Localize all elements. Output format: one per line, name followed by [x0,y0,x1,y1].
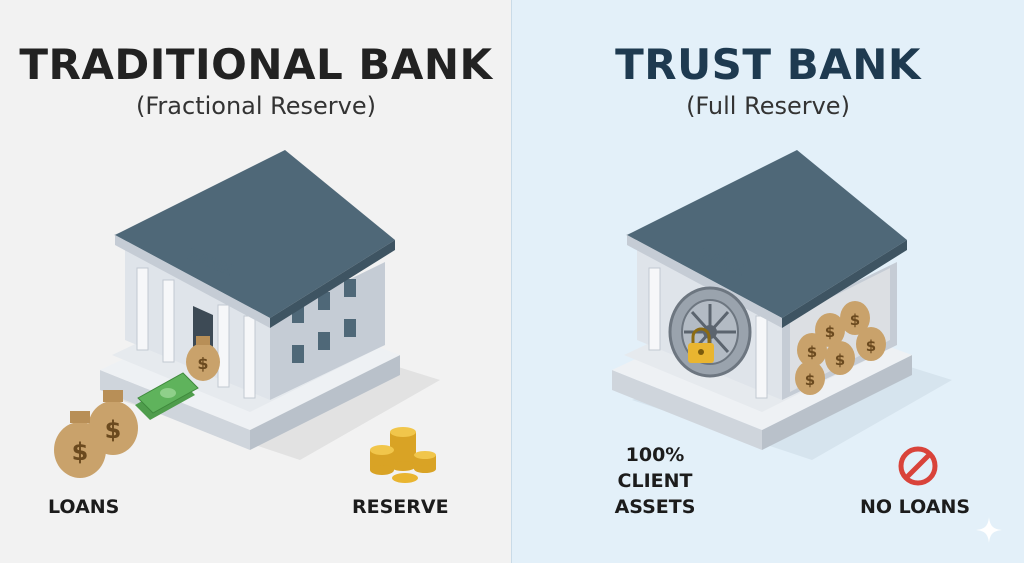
sparkle-icon [976,517,1002,543]
dollar-sign: $ [807,343,817,361]
dollar-sign: $ [835,351,845,369]
dollar-sign: $ [825,323,835,341]
loans-label: LOANS [48,496,120,518]
dollar-sign: $ [866,337,876,355]
money-bag-icon: $ [856,327,886,361]
traditional-bank-subtitle: (Fractional Reserve) [136,92,376,120]
no-loans-label: NO LOANS [860,496,971,518]
padlock-icon [688,327,714,363]
client-assets-line1: 100% [625,444,685,466]
trust-bank-title: TRUST BANK [615,40,921,89]
coin-stack-icon [370,427,436,483]
reserve-label: RESERVE [352,496,449,518]
client-assets-label: 100% CLIENT ASSETS [600,442,710,520]
traditional-bank-illustration: BANK $ $ $ [54,150,440,483]
dollar-sign: $ [105,416,122,444]
client-assets-line3: ASSETS [614,496,696,518]
cash-bill-icon [135,372,199,420]
prohibited-icon [898,446,938,486]
money-bag-icon: $ [186,336,220,381]
trust-bank-illustration: BANK $ [612,150,952,486]
trust-bank-panel: TRUST BANK (Full Reserve) [512,0,1024,563]
dollar-sign: $ [850,311,860,329]
money-bag-icon: $ [795,361,825,395]
money-bag-icon: $ [54,411,106,478]
dollar-sign: $ [805,371,815,389]
dollar-sign: $ [197,354,208,373]
money-bag-icon: $ [797,333,827,367]
money-bag-icon: $ [840,301,870,335]
bank-building-icon [113,150,395,400]
client-assets-line2: CLIENT [617,470,693,492]
money-bag-icon: $ [825,341,855,375]
dollar-sign: $ [72,438,89,466]
trust-bank-subtitle: (Full Reserve) [686,92,850,120]
traditional-bank-title: TRADITIONAL BANK [19,40,493,89]
traditional-bank-panel: TRADITIONAL BANK (Fractional Reserve) [0,0,512,563]
